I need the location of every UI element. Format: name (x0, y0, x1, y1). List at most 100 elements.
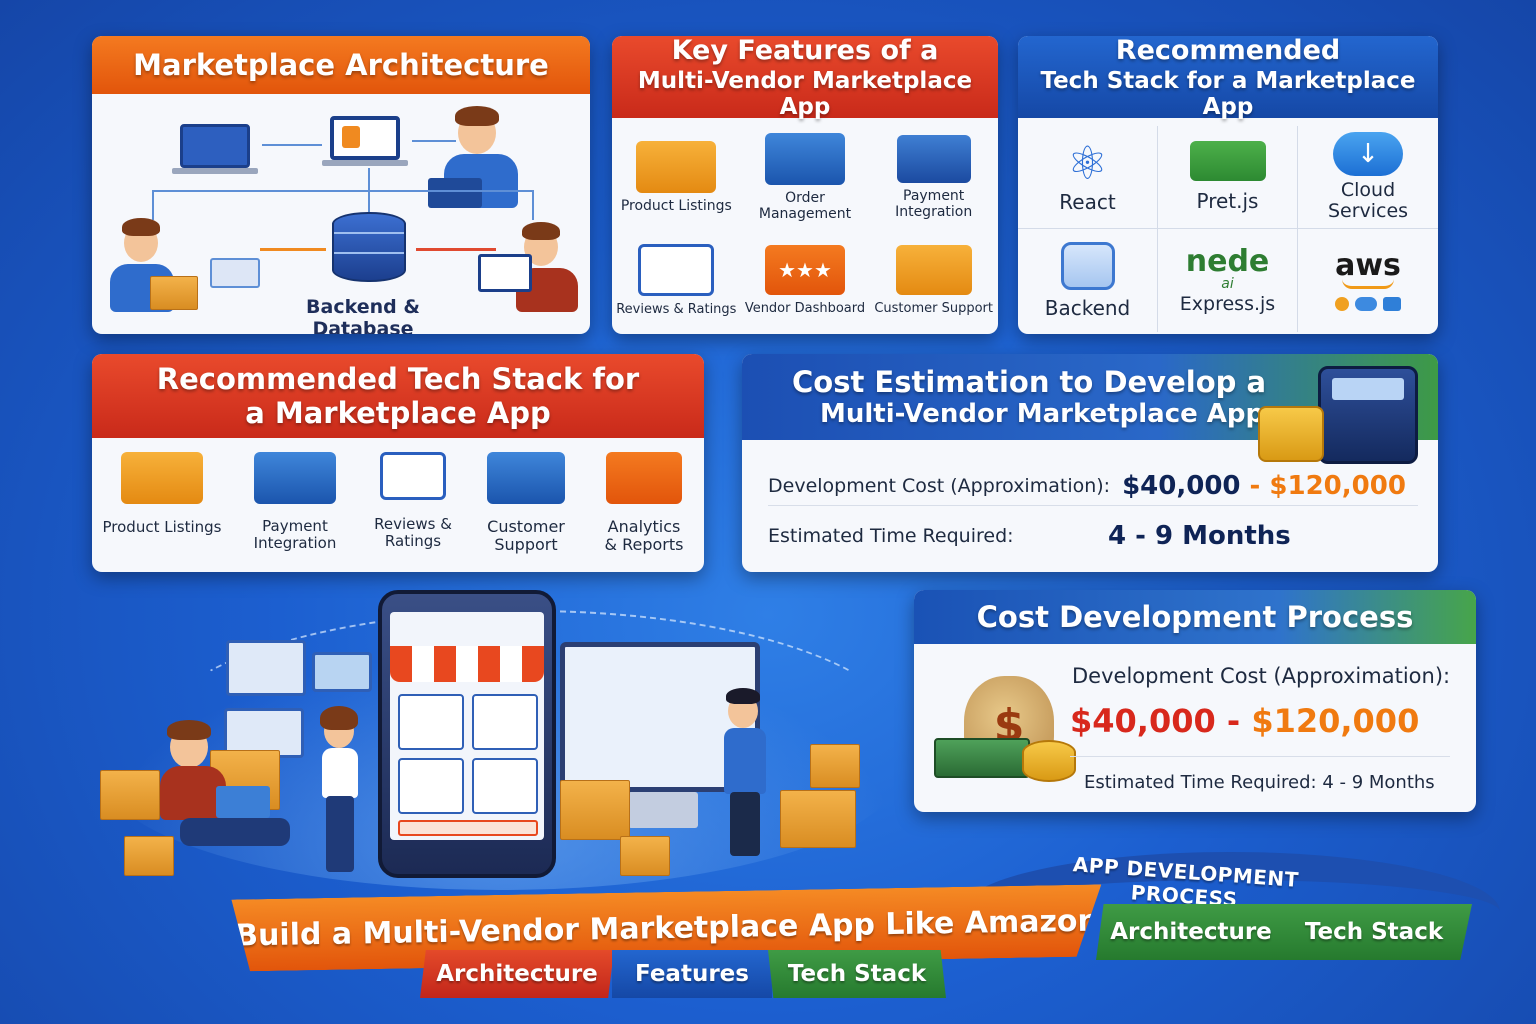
tech-backend: Backend (1018, 229, 1158, 332)
process-tab-tech-stack[interactable]: Tech Stack (1276, 904, 1472, 960)
tech-pret: Pret.js (1158, 126, 1298, 229)
person-hair (167, 720, 211, 740)
architecture-title: Marketplace Architecture (133, 48, 549, 82)
person-legs (326, 796, 354, 872)
tech-stack-mid-card: Recommended Tech Stack for a Marketplace… (92, 354, 704, 572)
process-tab-label: Tech Stack (1304, 919, 1444, 945)
connector-line (152, 190, 154, 220)
arrow-line (260, 248, 326, 251)
coins-icon (1022, 740, 1076, 782)
tech-label: Cloud Services (1327, 179, 1409, 222)
architecture-card: Marketplace Architecture Backend & Datab… (92, 36, 590, 334)
proc-cost-sep: - (1215, 702, 1252, 740)
floating-panel (312, 652, 372, 692)
payment-integration-icon (896, 135, 971, 184)
main-banner-title: Build a Multi-Vendor Marketplace App Lik… (234, 902, 1100, 954)
proc-cost-high: $120,000 (1251, 702, 1420, 740)
laptop-base (322, 160, 408, 166)
tab-tech-stack[interactable]: Tech Stack (768, 950, 946, 998)
features-grid: Product Listings Order Management Paymen… (612, 126, 998, 332)
cost-estimation-card: Cost Estimation to Develop a Multi-Vendo… (742, 354, 1438, 572)
card-icon (210, 258, 260, 288)
tech-mid-support: Customer Support (476, 452, 576, 562)
package-icon (560, 780, 630, 840)
person-legs (730, 792, 760, 856)
cash-stack-icon (934, 738, 1030, 778)
features-title-line1: Key Features of a (671, 36, 939, 66)
person-hair (522, 222, 560, 240)
features-header: Key Features of a Multi-Vendor Marketpla… (612, 36, 998, 120)
tech-mid-reviews: Reviews & Ratings (368, 452, 458, 562)
cost-process-title: Cost Development Process (976, 600, 1414, 634)
profile-icon (342, 126, 360, 148)
feature-label: Vendor Dashboard (744, 301, 866, 316)
order-management-icon (764, 133, 845, 186)
dev-cost-row: Development Cost (Approximation): $40,00… (768, 466, 1418, 506)
reviews-ratings-icon (380, 452, 446, 500)
person-body (160, 766, 226, 820)
feature-product-listings: Product Listings (612, 126, 741, 229)
feature-reviews-ratings: Reviews & Ratings (612, 229, 741, 332)
package-icon (100, 770, 160, 820)
backend-icon (1060, 241, 1115, 290)
proc-time-text: Estimated Time Required: 4 - 9 Months (1084, 772, 1435, 793)
feature-customer-support: Customer Support (869, 229, 998, 332)
feature-order-management: Order Management (741, 126, 870, 229)
tech-aws: aws (1298, 229, 1438, 332)
feature-payment-integration: Payment Integration (869, 126, 998, 229)
person-body (724, 728, 766, 794)
process-tab-label: Architecture (1110, 919, 1272, 945)
tech-mid-payment: Payment Integration (240, 452, 350, 562)
monitor-stand (628, 792, 698, 828)
cost-process-card: Cost Development Process $ Development C… (914, 590, 1476, 812)
chart-laptop-icon (478, 254, 532, 292)
person-legs (180, 818, 290, 846)
tech-top-grid: ⚛ React Pret.js ↓ Cloud Services Backend… (1018, 126, 1438, 332)
tech-mid-product-listings: Product Listings (102, 452, 222, 562)
package-icon (780, 790, 856, 848)
tech-stack-mid-header: Recommended Tech Stack for a Marketplace… (92, 354, 704, 438)
cost-high: $120,000 (1269, 470, 1406, 501)
package-icon (810, 744, 860, 788)
arrow-line (416, 248, 496, 251)
person-hair (726, 688, 760, 704)
tech-mid-label: Payment Integration (253, 517, 337, 552)
cost-est-title-line1: Cost Estimation to Develop a (792, 365, 1267, 399)
tech-mid-label: Product Listings (102, 518, 222, 536)
service-cloud-icon (1355, 296, 1377, 311)
tab-features[interactable]: Features (612, 950, 772, 998)
laptop-icon (330, 116, 400, 160)
vendor-dashboard-icon: ★★★ (764, 245, 845, 295)
tab-architecture[interactable]: Architecture (420, 950, 614, 998)
product-listings-icon (121, 452, 203, 504)
phone-tile (472, 694, 538, 750)
cost-sep: - (1240, 470, 1270, 501)
node-icon-sub: ai (1221, 275, 1234, 292)
person-hair (455, 106, 499, 126)
db-label: Backend & Database (306, 296, 420, 334)
tech-react: ⚛ React (1018, 126, 1158, 229)
tab-label: Tech Stack (787, 961, 927, 987)
architecture-header: Marketplace Architecture (92, 36, 590, 94)
pret-icon (1189, 141, 1266, 181)
customer-support-icon (487, 452, 565, 504)
tab-label: Features (635, 961, 749, 987)
payment-integration-icon (254, 452, 336, 504)
tech-mid-label: Customer Support (487, 517, 565, 554)
cost-est-title-line2: Multi-Vendor Marketplace App (820, 399, 1265, 429)
feature-label: Order Management (758, 190, 852, 222)
tech-top-title-line2: Tech Stack for a Marketplace App (1040, 67, 1416, 120)
database-stripe (334, 252, 404, 254)
person-body (322, 748, 358, 798)
connector-line (532, 190, 534, 220)
package-icon (124, 836, 174, 876)
tech-stack-top-header: Recommended Tech Stack for a Marketplace… (1018, 36, 1438, 120)
feature-vendor-dashboard: ★★★ Vendor Dashboard (741, 229, 870, 332)
feature-label: Reviews & Ratings (616, 302, 737, 317)
process-tab-architecture[interactable]: Architecture (1096, 904, 1286, 960)
tech-top-title-line1: Recommended (1115, 36, 1341, 66)
tab-label: Architecture (436, 961, 598, 987)
service-dot-icon (1335, 296, 1349, 311)
react-icon: ⚛ (1066, 136, 1109, 190)
feature-label: Product Listings (620, 197, 732, 214)
